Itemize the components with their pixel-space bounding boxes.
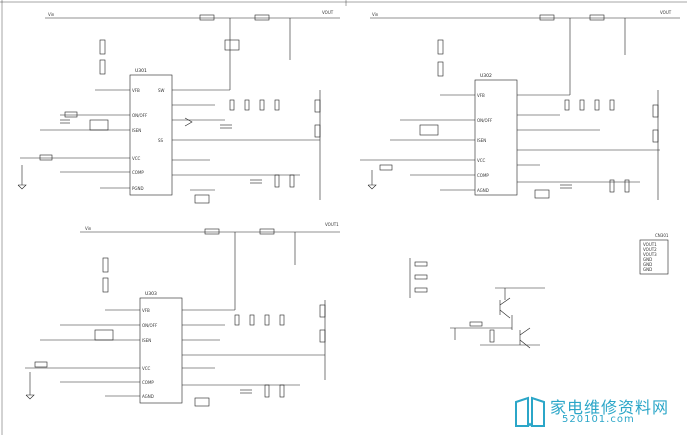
net-label-vout: VOUT [660, 10, 672, 15]
connector-pin: GND [643, 267, 652, 272]
pin-name: VCC [477, 158, 486, 163]
watermark: 家电维修资料网 520101.com [510, 392, 680, 432]
net-label-vout: VOUT [322, 10, 334, 15]
net-label-vin: Vin [85, 226, 92, 231]
pin-name: SS [158, 138, 164, 143]
ic-u303-label: U303 [145, 291, 157, 297]
connector-pin: VOUT2 [643, 247, 657, 252]
pin-name: AGND [477, 188, 489, 193]
connector-pin: VOUT1 [643, 242, 657, 247]
connector-label: CN301 [655, 233, 669, 238]
pin-name: VFB [477, 93, 485, 98]
pin-name: SW [158, 88, 165, 93]
connector-pin: VOUT3 [643, 252, 657, 257]
ic-u303-body [139, 297, 183, 404]
pin-name: COMP [132, 170, 144, 175]
pin-name: ON/OFF [477, 118, 493, 123]
watermark-url: 520101.com [562, 414, 635, 425]
watermark-text: 家电维修资料网 [550, 398, 670, 417]
pin-name: PGND [132, 186, 144, 191]
pin-name: ON/OFF [142, 323, 158, 328]
pin-name: COMP [477, 173, 489, 178]
connector-pin: GND [643, 257, 652, 262]
connector-cn301-body [639, 239, 669, 275]
pin-name: VFB [132, 88, 140, 93]
pin-name: VFB [142, 308, 150, 313]
ic-u301-body [129, 74, 173, 196]
ic-u302-body [474, 79, 518, 196]
pin-name: ISEN [477, 138, 486, 143]
book-logo-icon [515, 396, 545, 427]
pin-name: ON/OFF [132, 113, 148, 118]
pin-name: VCC [132, 156, 141, 161]
ic-u302-label: U302 [480, 73, 492, 79]
pin-name: ISEN [132, 128, 141, 133]
pin-name: AGND [142, 394, 154, 399]
net-label-vin: Vin [372, 12, 379, 17]
connector-pin: GND [643, 262, 652, 267]
pin-name: VCC [142, 366, 151, 371]
pin-name: COMP [142, 380, 154, 385]
ic-u301-label: U301 [135, 68, 147, 74]
net-label-vout: VOUT1 [325, 222, 339, 227]
pin-name: ISEN [142, 338, 151, 343]
net-label-vin: Vin [48, 12, 55, 17]
